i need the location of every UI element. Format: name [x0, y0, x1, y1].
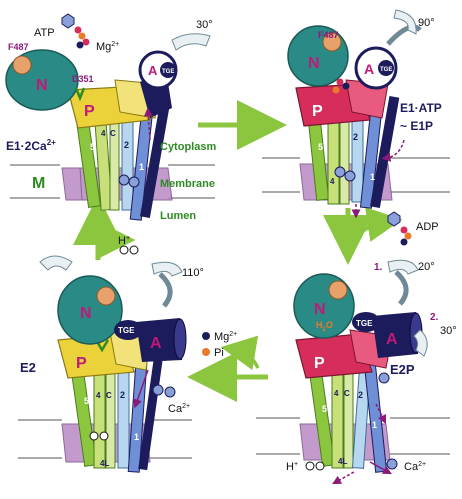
n-domain-label: N	[36, 77, 48, 94]
ca-label: Ca2+	[168, 403, 190, 415]
panel-e2p: 5 4 C 2 1 4L P N H2O TGE A 1. 2. 20° 30°…	[256, 259, 457, 485]
state-e1-2ca: E1·2Ca2+	[6, 138, 56, 153]
state-e1p: ~ E1P	[400, 119, 433, 133]
svg-text:4L: 4L	[338, 457, 347, 466]
cytoplasm-label: Cytoplasm	[160, 141, 216, 153]
f487-label: F487	[8, 42, 29, 52]
step2-label: 2.	[430, 312, 439, 323]
panel-e2: 5 4 C 2 1 4L P N TGE A 110° E2 Ca2+ H+ M…	[18, 235, 237, 473]
rotation1-label: 20°	[418, 261, 435, 273]
svg-text:5: 5	[84, 396, 89, 406]
svg-text:4: 4	[330, 177, 335, 186]
rotation-label: 30°	[196, 19, 213, 31]
svg-text:A: A	[386, 331, 398, 348]
lumen-label: Lumen	[160, 210, 196, 222]
step1-label: 1.	[374, 262, 383, 273]
h-label: H+	[286, 461, 298, 473]
svg-text:C: C	[106, 391, 112, 400]
tge-label: TGE	[162, 69, 174, 75]
d351-label: D351	[72, 74, 94, 84]
state-e1-atp: E1·ATP	[400, 101, 442, 115]
svg-text:4: 4	[334, 389, 339, 398]
svg-text:TGE: TGE	[356, 319, 373, 328]
svg-text:2: 2	[358, 390, 363, 400]
adp-molecule	[387, 211, 412, 246]
svg-text:P: P	[76, 355, 87, 372]
helix-label-5: 5	[90, 142, 95, 152]
svg-text:P: P	[314, 355, 325, 372]
helix-dark	[140, 100, 171, 218]
rotation-arrow-icon	[171, 33, 211, 51]
svg-text:5: 5	[318, 142, 323, 152]
ca-label: Ca2+	[404, 461, 426, 473]
a-domain	[136, 318, 182, 362]
helix-label-2: 2	[124, 140, 129, 150]
panel-e1-2ca: 5 4 C 2 1 P A TGE N F487 D351 ATP Mg2+	[5, 13, 216, 222]
svg-text:N: N	[314, 301, 326, 318]
a-domain	[372, 312, 418, 358]
panel-e1-atp: 5 2 1 4 P N F487 A TGE 90° E1·ATP ~ E1P	[262, 9, 450, 219]
adp-label: ADP	[416, 221, 439, 233]
rotation-label: 90°	[418, 17, 435, 29]
cycle-arrows	[73, 100, 403, 402]
helix-label-4: 4	[101, 129, 106, 138]
a-domain-label: A	[148, 63, 158, 78]
rotation-arrow-icon	[393, 9, 417, 35]
svg-text:2: 2	[353, 132, 358, 142]
svg-text:P: P	[312, 103, 323, 120]
h-label: H+	[118, 235, 130, 247]
arrow-branch-mg	[220, 335, 260, 371]
pi-label: Pi	[214, 347, 224, 359]
atp-label: ATP	[34, 27, 55, 39]
svg-text:TGE: TGE	[380, 67, 392, 73]
svg-text:N: N	[308, 55, 320, 72]
svg-text:TGE: TGE	[118, 326, 135, 335]
rotation-arrow-icon	[387, 259, 419, 275]
svg-text:C: C	[344, 389, 350, 398]
svg-text:1: 1	[370, 172, 375, 182]
rotation-arrow-icon	[413, 329, 428, 357]
rotation-arrow-icon	[151, 261, 183, 277]
helix-2	[121, 117, 134, 211]
state-e2: E2	[20, 360, 36, 375]
mg-label: Mg2+	[214, 331, 237, 343]
svg-text:A: A	[364, 61, 374, 77]
atp-molecule	[61, 13, 90, 49]
mg-label: Mg2+	[96, 41, 119, 53]
svg-text:5: 5	[322, 404, 327, 414]
rotation-label: 110°	[182, 267, 204, 279]
svg-text:2: 2	[120, 390, 125, 400]
svg-text:1: 1	[372, 420, 377, 430]
arrow-branch-adp	[350, 207, 403, 244]
arrow-branch-h	[96, 222, 136, 258]
helix-label-1: 1	[139, 162, 144, 172]
h2o-label: H2O	[316, 320, 333, 333]
svg-text:A: A	[150, 335, 162, 352]
helix-label-c: C	[110, 129, 116, 138]
svg-text:4: 4	[96, 391, 101, 400]
membrane-label: Membrane	[160, 178, 215, 190]
rotation2-label: 30°	[440, 325, 457, 337]
p-domain-label: P	[84, 103, 95, 120]
state-e2p: E2P	[390, 362, 415, 377]
a-domain-head	[354, 46, 398, 90]
rotation-arrow-icon	[39, 255, 73, 271]
svg-text:1: 1	[134, 432, 139, 442]
svg-text:4L: 4L	[100, 459, 109, 468]
svg-text:N: N	[80, 305, 92, 322]
m-label: M	[32, 175, 45, 192]
f487-label: F487	[318, 30, 339, 40]
